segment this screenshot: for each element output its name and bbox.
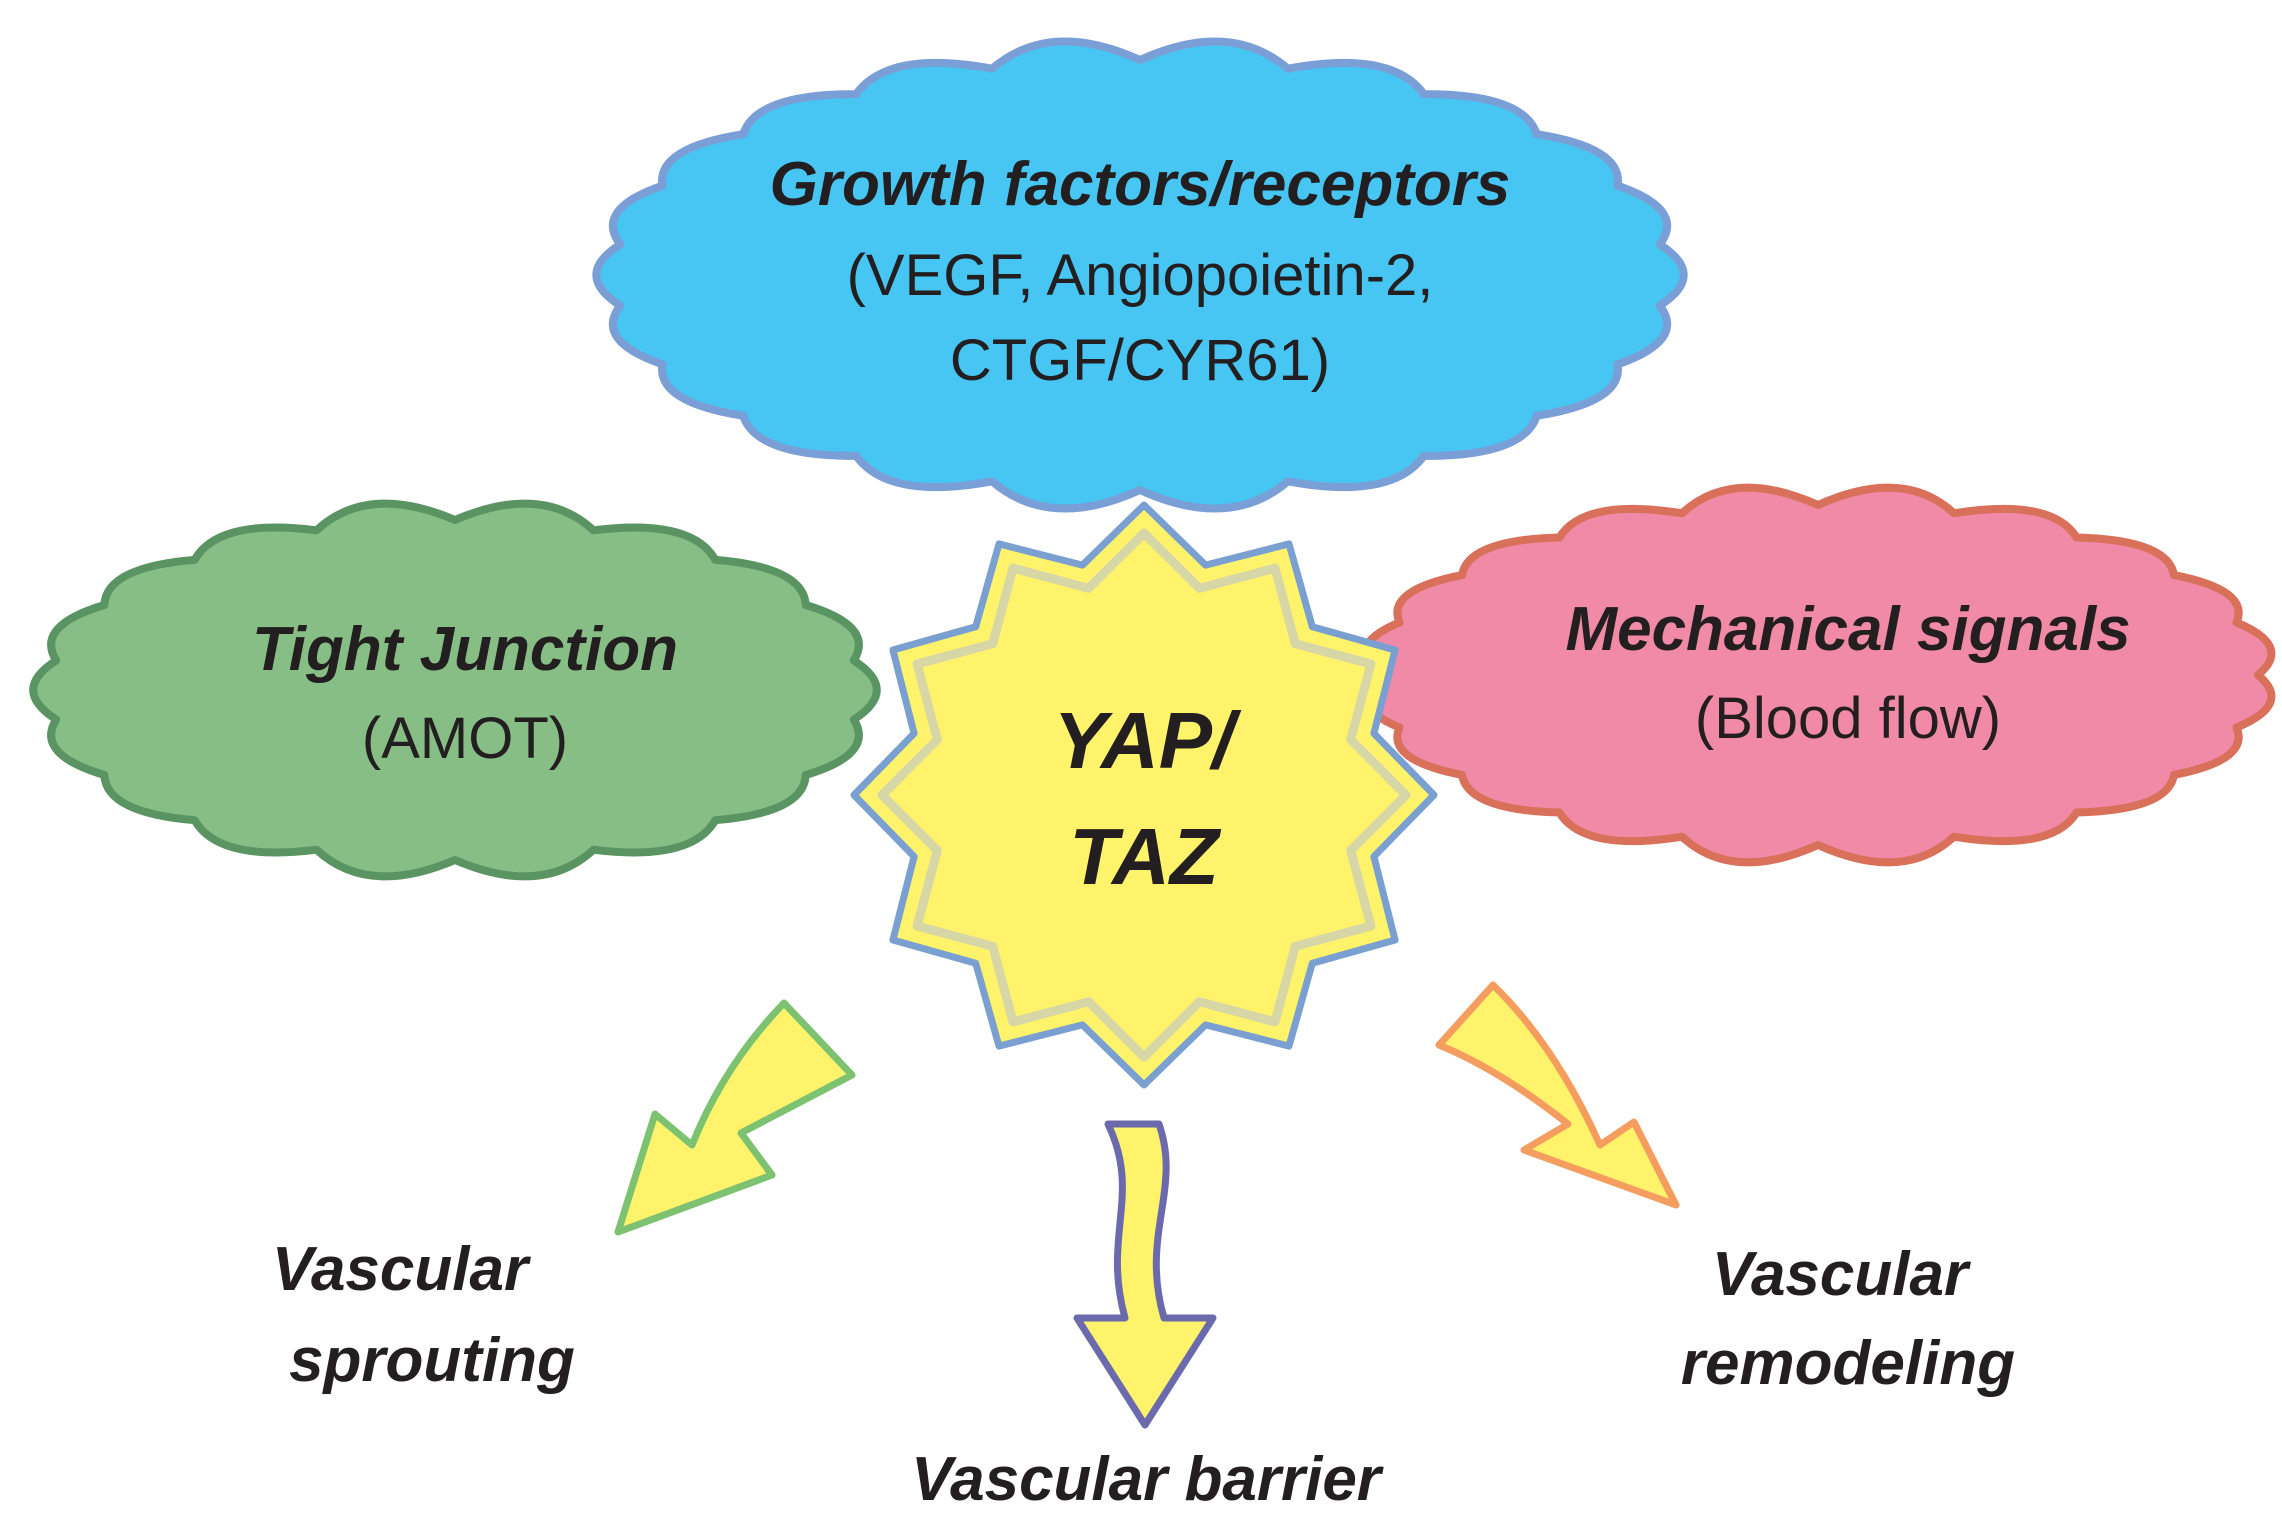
yap-taz-node: YAP/ TAZ — [850, 501, 1438, 1089]
yap-taz-label-line2: TAZ — [1069, 812, 1222, 901]
yap-taz-star-outer — [850, 501, 1438, 1089]
growth-factors-cloud — [592, 37, 1688, 513]
outcome-sprouting-line2: sprouting — [289, 1326, 575, 1395]
outcome-barrier: Vascular barrier — [911, 1445, 1384, 1513]
yap-taz-star-inner — [877, 528, 1411, 1062]
tight-junction-node: Tight Junction (AMOT) — [29, 499, 881, 881]
arrow-to-remodeling — [1435, 981, 1680, 1209]
growth-factors-node: Growth factors/receptors (VEGF, Angiopoi… — [592, 37, 1688, 513]
outcome-sprouting-line1: Vascular — [272, 1235, 531, 1304]
tight-junction-title: Tight Junction — [252, 615, 678, 684]
arrow-to-sprouting — [614, 999, 856, 1236]
mechanical-signals-title: Mechanical signals — [1565, 595, 2130, 664]
tight-junction-protein: (AMOT) — [362, 706, 568, 771]
mechanical-signals-node: Mechanical signals (Blood flow) — [1360, 483, 2276, 867]
growth-factors-title: Growth factors/receptors — [770, 150, 1511, 219]
mechanical-signals-cloud — [1360, 483, 2276, 867]
yap-taz-label-line1: YAP/ — [1054, 696, 1243, 785]
outcome-remodeling-line1: Vascular — [1712, 1240, 1971, 1309]
growth-factors-examples-line1: (VEGF, Angiopoietin-2, — [847, 243, 1434, 308]
mechanical-signals-example: (Blood flow) — [1695, 686, 2001, 751]
growth-factors-examples-line2: CTGF/CYR61) — [950, 328, 1330, 393]
arrow-to-barrier — [1073, 1120, 1217, 1429]
tight-junction-cloud — [29, 499, 881, 881]
outcome-remodeling-line2: remodeling — [1681, 1329, 2015, 1398]
